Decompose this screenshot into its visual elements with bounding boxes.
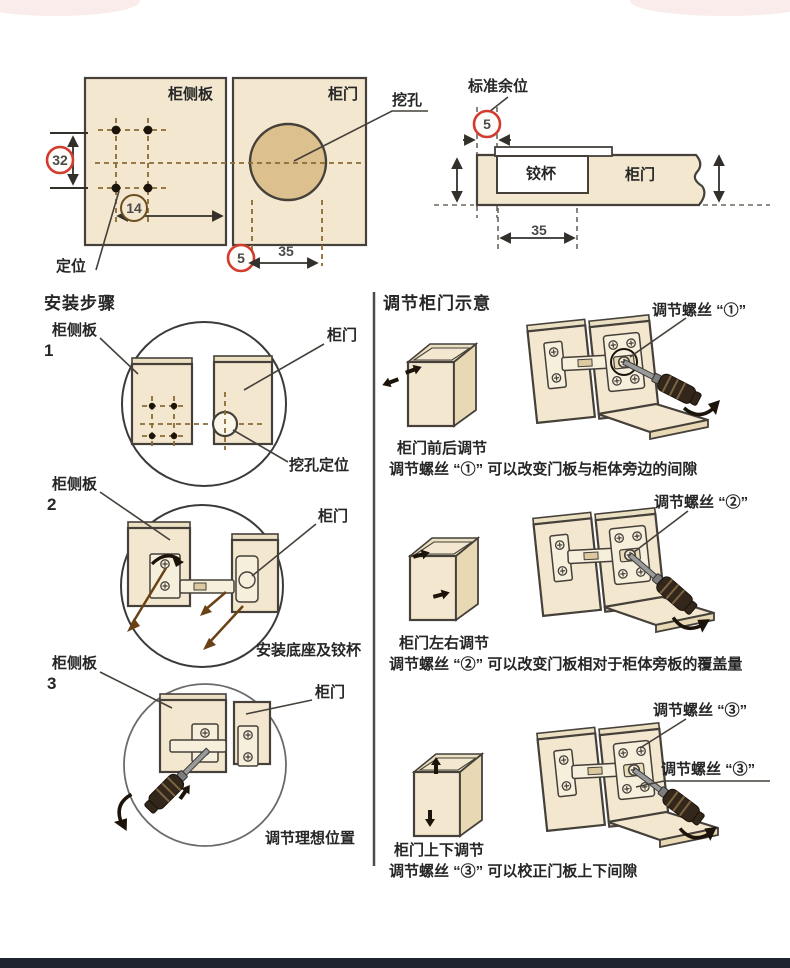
footer-bar xyxy=(0,958,790,968)
adjust2-caption-text: 调节螺丝 “②” 可以改变门板相对于柜体旁板的覆盖量 xyxy=(389,656,743,673)
adjust3-screw-label-1: 调节螺丝 “③” xyxy=(653,702,748,719)
step3-door-label: 柜门 xyxy=(315,684,346,701)
decor-corner-right xyxy=(630,0,790,16)
dim-14-circle xyxy=(120,194,148,222)
dim-32-circle xyxy=(45,145,75,175)
adjust1-screw-label: 调节螺丝 “①” xyxy=(652,302,747,319)
step1-drawing xyxy=(99,321,325,487)
decor-corner-left xyxy=(0,0,140,16)
tl-dim-32: 32 xyxy=(52,151,68,168)
adjust3-screw-label-2: 调节螺丝 “③” xyxy=(661,761,756,778)
step2-panel-label: 柜侧板 xyxy=(52,476,98,493)
tl-drill-hole-label: 挖孔 xyxy=(392,92,423,109)
tl-dim-35: 35 xyxy=(278,242,294,259)
adjust2-screw-label: 调节螺丝 “②” xyxy=(654,494,749,511)
adjust3-caption-title: 柜门上下调节 xyxy=(394,842,485,859)
adjust-heading: 调节柜门示意 xyxy=(383,294,491,313)
step2-caption: 安装底座及铰杯 xyxy=(256,642,362,659)
tl-door-label: 柜门 xyxy=(328,86,359,103)
adjust-section3-drawing xyxy=(412,718,770,847)
dim-5-circle-right xyxy=(472,109,502,139)
tr-door-label: 柜门 xyxy=(624,166,656,184)
top-right-clearance-diagram xyxy=(434,96,770,252)
tr-dim-35: 35 xyxy=(531,221,547,238)
step2-drawing xyxy=(99,491,317,668)
tl-dim-14: 14 xyxy=(126,199,142,216)
drill-hole xyxy=(248,122,328,202)
step3-caption: 调节理想位置 xyxy=(265,830,356,847)
tl-positioning-label: 定位 xyxy=(56,258,87,275)
step3-number: 3 xyxy=(47,674,57,693)
top-left-drilling-diagram xyxy=(45,76,428,273)
step3-drawing xyxy=(99,671,313,847)
adjust3-caption-text: 调节螺丝 “③” 可以校正门板上下间隙 xyxy=(389,863,638,880)
screw1-highlight xyxy=(610,348,638,376)
step2-door-label: 柜门 xyxy=(318,508,349,525)
install-steps-heading: 安装步骤 xyxy=(44,294,116,313)
tr-hinge-cup-label: 铰杯 xyxy=(525,165,557,183)
adjust2-caption-title: 柜门左右调节 xyxy=(399,635,490,652)
adjust-section2-drawing xyxy=(408,508,714,636)
step3-panel-label: 柜侧板 xyxy=(52,655,98,672)
tr-dim-5: 5 xyxy=(483,115,491,132)
tl-dim-5: 5 xyxy=(237,249,245,266)
adjust-section1-drawing xyxy=(380,315,722,439)
step1-caption: 挖孔定位 xyxy=(289,457,350,474)
step1-door-label: 柜门 xyxy=(327,327,358,344)
adjust1-caption-text: 调节螺丝 “①” 可以改变门板与柜体旁边的间隙 xyxy=(389,461,698,478)
adjust1-caption-title: 柜门前后调节 xyxy=(397,440,488,457)
hinge-flange xyxy=(494,146,613,157)
step1-panel-label: 柜侧板 xyxy=(52,322,98,339)
tr-title: 标准余位 xyxy=(468,78,529,95)
step1-number: 1 xyxy=(44,341,54,360)
tl-side-panel-label: 柜侧板 xyxy=(168,86,214,103)
step2-number: 2 xyxy=(47,495,57,514)
hinge-cup-pocket xyxy=(496,155,589,194)
